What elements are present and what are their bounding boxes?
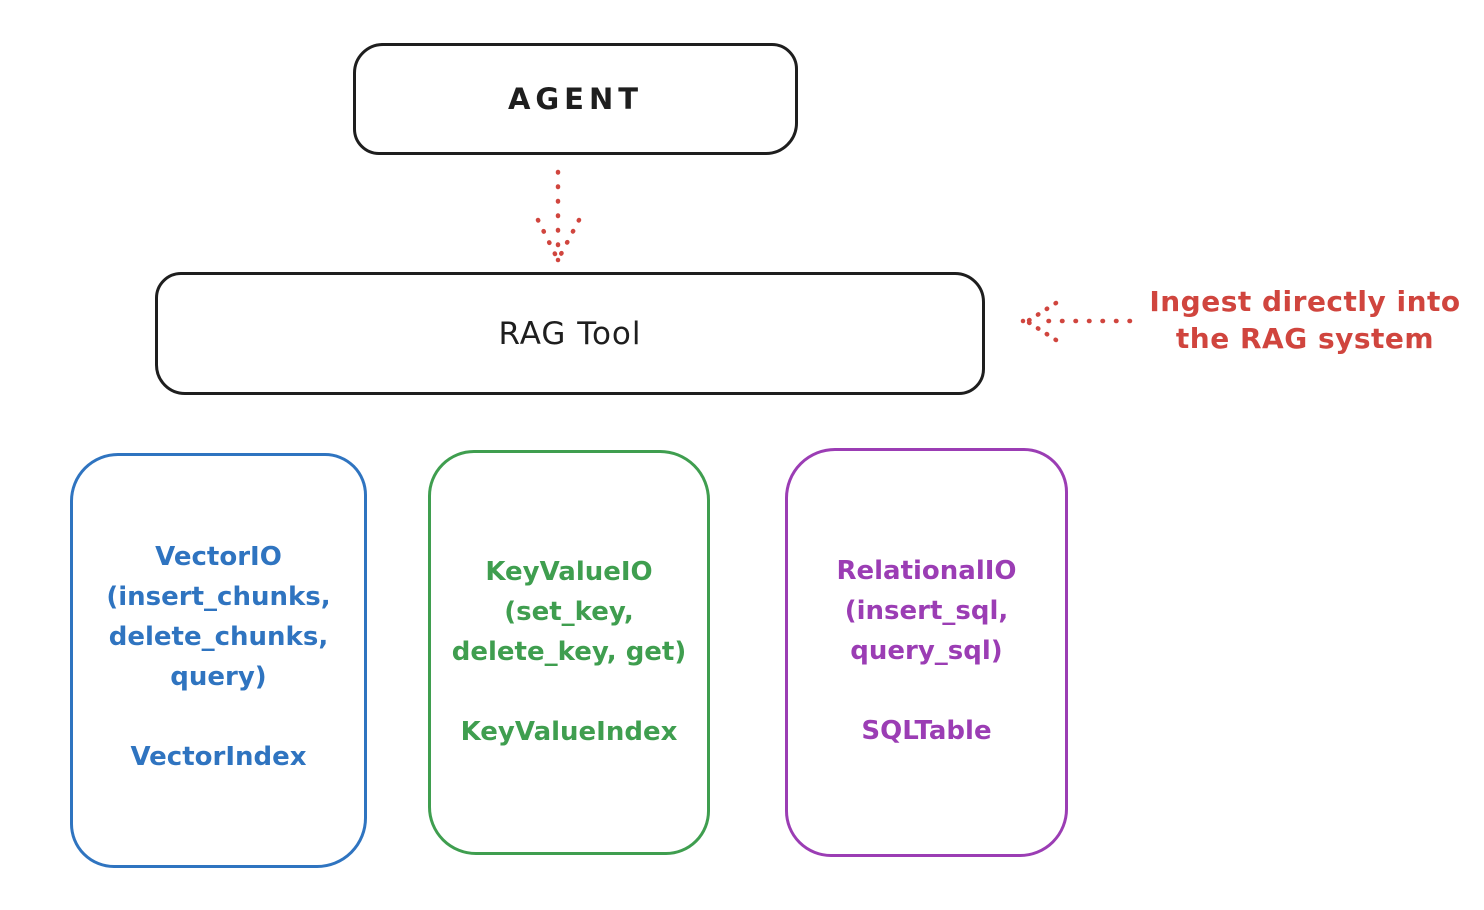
relational-io-line: SQLTable — [861, 716, 992, 746]
rag-tool-node[interactable]: RAG Tool — [155, 272, 985, 395]
vector-io-line: (insert_chunks, — [106, 582, 331, 612]
ingest-annotation-arrow — [1020, 300, 1133, 343]
keyvalue-io-line: (set_key, — [504, 597, 634, 627]
keyvalue-io-line — [431, 672, 707, 712]
relational-io-line — [788, 671, 1065, 711]
keyvalue-io-line: delete_key, get) — [451, 637, 687, 667]
ingest-annotation-line2: the RAG system — [1175, 322, 1435, 355]
vector-io-line — [73, 697, 364, 737]
agent-label: AGENT — [507, 82, 644, 116]
relational-io-line: (insert_sql, — [844, 596, 1009, 626]
relational-io-line: query_sql) — [850, 636, 1003, 666]
vector-io-line: VectorIO — [155, 542, 282, 572]
ingest-annotation: Ingest directly into the RAG system — [1140, 283, 1470, 357]
vector-io-line: query) — [170, 662, 267, 692]
vector-io-line: VectorIndex — [130, 742, 307, 772]
rag-tool-label: RAG Tool — [498, 315, 642, 352]
agent-node[interactable]: AGENT — [353, 43, 798, 155]
relational-io-line: RelationalIO — [836, 556, 1017, 586]
keyvalue-io-line: KeyValueIndex — [460, 717, 678, 747]
ingest-annotation-line1: Ingest directly into — [1149, 285, 1461, 318]
vector-io-node[interactable]: VectorIO (insert_chunks, delete_chunks, … — [70, 453, 367, 868]
vector-io-line: delete_chunks, — [108, 622, 329, 652]
relational-io-node[interactable]: RelationalIO (insert_sql, query_sql) SQL… — [785, 448, 1068, 857]
agent-to-ragtool-arrow — [535, 169, 582, 263]
keyvalue-io-node[interactable]: KeyValueIO (set_key, delete_key, get) Ke… — [428, 450, 710, 855]
keyvalue-io-line: KeyValueIO — [485, 557, 653, 587]
